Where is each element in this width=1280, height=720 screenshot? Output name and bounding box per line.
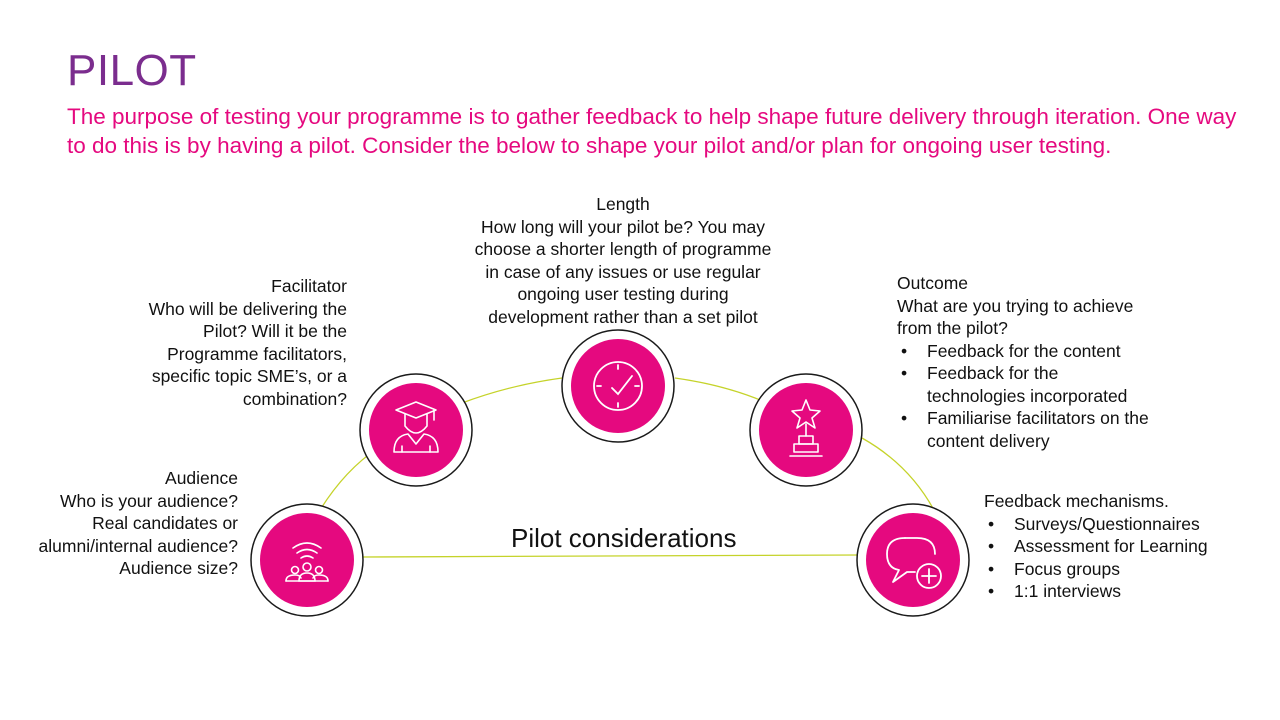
audience-line: Who is your audience? bbox=[59, 490, 238, 511]
audience-text: Audience Who is your audience? Real cand… bbox=[39, 467, 238, 580]
audience-line: Audience size? bbox=[119, 558, 238, 578]
arc-facilitator-length bbox=[461, 377, 563, 404]
node-feedback bbox=[856, 503, 970, 617]
outcome-bullets: Feedback for the content Feedback for th… bbox=[897, 340, 1197, 453]
page-subtitle: The purpose of testing your programme is… bbox=[67, 104, 1237, 158]
length-line: ongoing user testing during bbox=[517, 284, 729, 304]
audience-heading: Audience bbox=[165, 468, 238, 488]
graduate-icon bbox=[393, 401, 439, 453]
outcome-heading: Outcome bbox=[897, 273, 968, 293]
facilitator-text: Facilitator Who will be delivering the P… bbox=[149, 275, 347, 410]
facilitator-line: specific topic SME’s, or a bbox=[151, 366, 347, 386]
clock-icon bbox=[593, 361, 643, 411]
facilitator-line: Pilot? Will it be the bbox=[203, 321, 347, 341]
feedback-bullet: 1:1 interviews bbox=[984, 580, 1274, 603]
facilitator-line: Who will be delivering the bbox=[148, 298, 347, 319]
length-text: Length How long will your pilot be? You … bbox=[438, 193, 808, 328]
feedback-heading: Feedback mechanisms. bbox=[984, 491, 1169, 511]
arc-length-outcome bbox=[674, 377, 766, 403]
node-outcome bbox=[749, 373, 863, 487]
feedback-text: Feedback mechanisms. Surveys/Questionnai… bbox=[984, 490, 1274, 603]
length-heading: Length bbox=[596, 194, 650, 214]
facilitator-heading: Facilitator bbox=[271, 276, 347, 296]
length-line: development rather than a set pilot bbox=[488, 306, 758, 327]
trophy-star-icon bbox=[789, 399, 823, 457]
feedback-bullets: Surveys/Questionnaires Assessment for Le… bbox=[984, 513, 1274, 603]
length-line: choose a shorter length of programme bbox=[474, 239, 772, 259]
outcome-text: Outcome What are you trying to achieve f… bbox=[897, 272, 1197, 452]
audience-line: alumni/internal audience? bbox=[38, 535, 238, 556]
feedback-bullet: Focus groups bbox=[984, 558, 1274, 581]
outcome-bullet: Familiarise facilitators on the content … bbox=[897, 407, 1159, 452]
length-line: in case of any issues or use regular bbox=[485, 261, 761, 282]
chat-plus-icon bbox=[886, 537, 942, 589]
node-audience bbox=[250, 503, 364, 617]
audience-broadcast-icon bbox=[285, 542, 329, 582]
audience-line: Real candidates or bbox=[92, 513, 238, 533]
facilitator-line: Programme facilitators, bbox=[167, 343, 347, 364]
feedback-bullet: Assessment for Learning bbox=[984, 535, 1274, 558]
outcome-line: from the pilot? bbox=[897, 318, 1008, 338]
facilitator-line: combination? bbox=[242, 388, 347, 409]
node-length bbox=[561, 329, 675, 443]
node-facilitator bbox=[359, 373, 473, 487]
outcome-line: What are you trying to achieve bbox=[897, 295, 1134, 316]
outcome-bullet: Feedback for the technologies incorporat… bbox=[897, 362, 1159, 407]
arc-outcome-feedback bbox=[861, 437, 936, 513]
page-title: PILOT bbox=[67, 46, 197, 95]
center-label: Pilot considerations bbox=[511, 523, 737, 553]
feedback-bullet: Surveys/Questionnaires bbox=[984, 513, 1274, 536]
baseline-line bbox=[361, 554, 859, 558]
outcome-bullet: Feedback for the content bbox=[897, 340, 1197, 363]
length-line: How long will your pilot be? You may bbox=[480, 216, 766, 237]
